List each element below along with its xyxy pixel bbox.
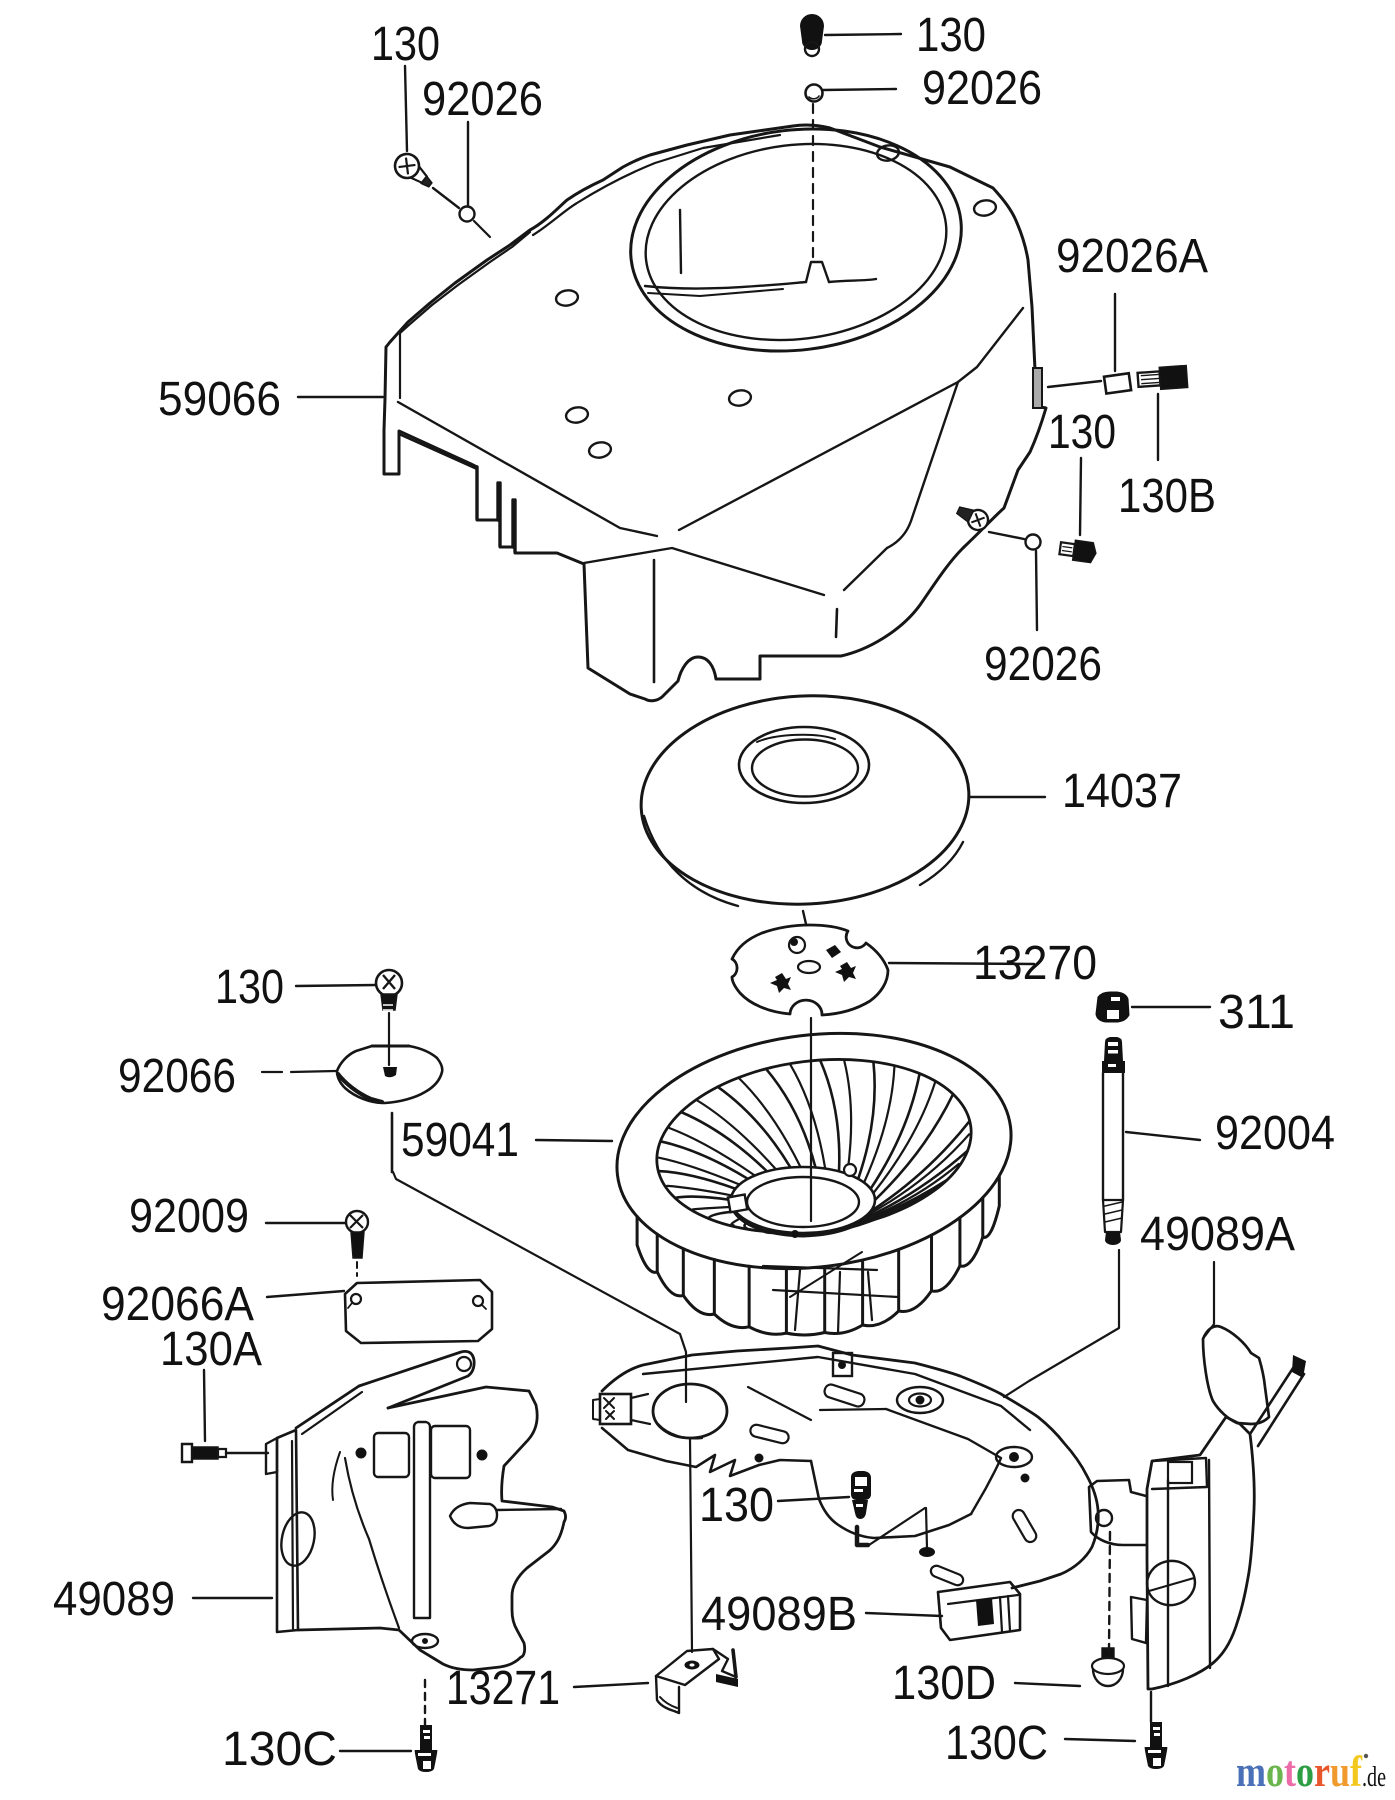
svg-text:92009: 92009 <box>129 1190 249 1243</box>
svg-text:92026: 92026 <box>422 73 543 126</box>
svg-text:130: 130 <box>371 18 440 71</box>
svg-text:59041: 59041 <box>401 1114 519 1167</box>
svg-text:59066: 59066 <box>158 373 281 426</box>
svg-text:49089: 49089 <box>53 1573 175 1626</box>
svg-text:49089A: 49089A <box>1140 1208 1295 1261</box>
svg-text:130: 130 <box>699 1479 774 1532</box>
svg-text:92066A: 92066A <box>101 1278 254 1331</box>
svg-text:130D: 130D <box>892 1657 996 1710</box>
svg-text:92026: 92026 <box>922 62 1042 115</box>
svg-text:.de: .de <box>1362 1761 1386 1793</box>
svg-text:311: 311 <box>1218 986 1295 1039</box>
svg-text:130: 130 <box>1048 406 1116 459</box>
svg-text:130: 130 <box>916 9 986 62</box>
svg-text:92066: 92066 <box>118 1050 236 1103</box>
svg-text:130B: 130B <box>1118 470 1216 523</box>
svg-text:92026: 92026 <box>984 638 1102 691</box>
svg-text:92026A: 92026A <box>1056 230 1208 283</box>
svg-text:motoruf: motoruf <box>1236 1749 1363 1796</box>
svg-text:14037: 14037 <box>1062 765 1182 818</box>
svg-text:92004: 92004 <box>1215 1107 1335 1160</box>
svg-text:130C: 130C <box>222 1723 337 1776</box>
svg-text:49089B: 49089B <box>701 1588 857 1641</box>
svg-text:130C: 130C <box>945 1717 1048 1770</box>
svg-text:130: 130 <box>215 961 284 1014</box>
svg-text:13271: 13271 <box>446 1662 560 1715</box>
svg-text:13270: 13270 <box>973 937 1097 990</box>
svg-text:130A: 130A <box>160 1323 262 1376</box>
